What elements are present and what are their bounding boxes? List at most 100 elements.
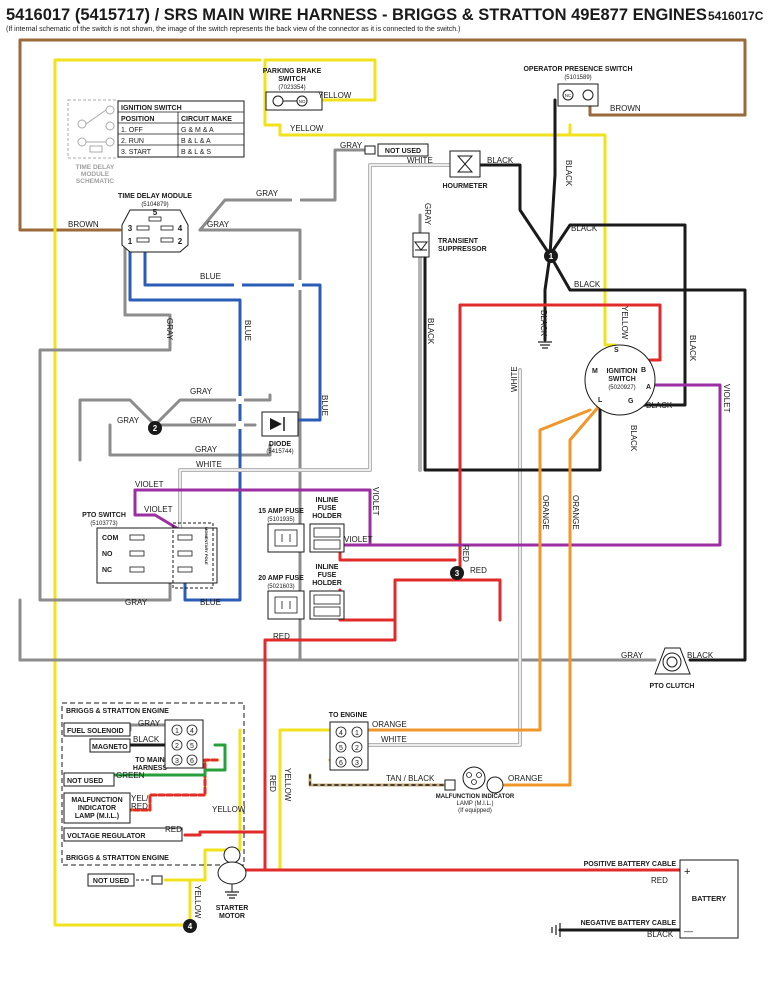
not-used-top: NOT USED (364, 143, 429, 157)
label-black-hour: BLACK (487, 156, 514, 165)
label-gray-splice3: GRAY (117, 416, 140, 425)
ignition-table-pos-0: 1. OFF (121, 127, 143, 134)
label-black-neg: BLACK (647, 930, 674, 939)
page-title: 5416017 (5415717) / SRS MAIN WIRE HARNES… (6, 6, 707, 24)
crossover (294, 280, 302, 290)
label-gray-tdm2: GRAY (207, 220, 230, 229)
wire-gray-top (198, 148, 367, 232)
pto-switch-no: NO (102, 551, 113, 558)
to-engine-pin-5: 5 (339, 745, 343, 752)
pto-clutch-label: PTO CLUTCH (650, 683, 695, 690)
transient-line1: TRANSIENT (438, 238, 479, 245)
wire-black-transient (423, 253, 602, 472)
label-yellow-parking2: YELLOW (290, 124, 324, 133)
pto-switch-side: MOMENTARY POLE (204, 527, 209, 565)
negative-cable-label: NEGATIVE BATTERY CABLE (581, 920, 677, 927)
tdm-pin-4: 4 (178, 224, 183, 233)
time-delay-module: TIME DELAY MODULE (5104879) 5 3 4 1 2 (118, 193, 192, 253)
label-orange-vert2: ORANGE (571, 495, 580, 530)
chassis-ground (538, 341, 552, 349)
diode-title: DIODE (269, 441, 292, 448)
label-yellow-vert-bottom: YELLOW (193, 885, 202, 919)
label-black-right2: BLACK (574, 280, 601, 289)
wire-blue-1 (143, 238, 322, 422)
label-black-vert-gnd: BLACK (539, 310, 548, 337)
label-gray-pto: GRAY (125, 598, 148, 607)
label-green: GREEN (116, 771, 145, 780)
battery-title: BATTERY (692, 894, 727, 903)
battery-minus: — (684, 926, 693, 936)
label-yellow-vert-eng: YELLOW (283, 768, 292, 802)
pto-switch-nc: NC (102, 567, 112, 574)
splice-1: 1 (544, 249, 558, 263)
page-subtitle: (If internal schematic of the switch is … (6, 26, 460, 33)
ignition-terminal-l: L (598, 397, 603, 404)
label-red-pos: RED (651, 876, 668, 885)
label-black-magneto: BLACK (133, 735, 160, 744)
tdm-schematic-line1: TIME DELAY (76, 164, 115, 171)
wire-yellow-to-engine (278, 728, 332, 872)
label-tan-black: TAN / BLACK (386, 774, 435, 783)
ignition-table-col2: CIRCUIT MAKE (181, 116, 232, 123)
wire-yellow-ignition (568, 133, 617, 347)
ignition-switch-table: IGNITION SWITCH POSITION CIRCUIT MAKE 1.… (117, 100, 245, 158)
engine-pin-6: 6 (190, 758, 194, 765)
starter-line2: MOTOR (219, 913, 245, 920)
ignition-title2: SWITCH (608, 376, 636, 383)
label-blue-vert2: BLUE (320, 395, 329, 416)
label-yellow-eng: YELLOW (212, 805, 246, 814)
label-red-fuse: RED (470, 566, 487, 575)
transient-line2: SUPPRESSOR (438, 246, 487, 253)
splice-4-label: 4 (188, 922, 193, 931)
to-engine-pin-1: 1 (355, 730, 359, 737)
label-black-sw: BLACK (646, 401, 673, 410)
battery-ground (551, 923, 561, 937)
label-gray-fuel: GRAY (138, 719, 161, 728)
wire-tan-black-dash (309, 774, 446, 786)
tdm-schematic-line2: MODULE (81, 171, 110, 178)
label-red-vreg: RED (165, 825, 182, 834)
not-used-top-label: NOT USED (385, 148, 421, 155)
tdm-pin-2: 2 (178, 237, 183, 246)
parking-brake-title2: SWITCH (278, 76, 306, 83)
ignition-table-title: IGNITION SWITCH (121, 105, 182, 112)
starter-line1: STARTER (216, 905, 249, 912)
engine-fuel-solenoid: FUEL SOLENOID (67, 728, 124, 735)
ignition-title: IGNITION (606, 368, 637, 375)
wire-yellow-parking (263, 58, 572, 137)
fuse15-title: 15 AMP FUSE (258, 508, 304, 515)
engine-to-main: TO MAIN (135, 757, 164, 764)
fuse20-holder-1: INLINE (316, 564, 339, 571)
label-brown-right: BROWN (610, 104, 641, 113)
wire-black-clutch (548, 253, 747, 662)
to-engine-pin-4: 4 (339, 730, 343, 737)
parking-brake-switch: PARKING BRAKE SWITCH (7023354) NO (263, 68, 323, 111)
wire-orange-2 (503, 403, 602, 787)
label-yel-red-1: YEL/ (131, 794, 149, 803)
label-gray-vert-trans: GRAY (423, 203, 432, 226)
tdm-part: (5104879) (141, 202, 168, 208)
label-white-mid: WHITE (196, 460, 222, 469)
engine-mil-1: MALFUNCTION (71, 797, 122, 804)
to-engine-pin-6: 6 (339, 760, 343, 767)
ignition-terminal-a: A (646, 384, 651, 391)
not-used-bottom-label: NOT USED (93, 878, 129, 885)
label-black-right1: BLACK (571, 224, 598, 233)
tdm-pin-1: 1 (128, 237, 133, 246)
wire-gray-tdm (18, 228, 302, 662)
fuse20-part: (5021603) (267, 584, 294, 590)
label-brown-left: BROWN (68, 220, 99, 229)
splice-3-label: 3 (455, 569, 460, 578)
ignition-table-make-0: G & M & A (181, 127, 214, 134)
label-gray-top: GRAY (340, 141, 363, 150)
pto-switch-title: PTO SWITCH (82, 512, 126, 519)
crossover (236, 396, 244, 404)
transient-suppressor: TRANSIENT SUPPRESSOR (412, 232, 487, 258)
label-orange-mil: ORANGE (508, 774, 543, 783)
ignition-table-make-2: B & L & S (181, 149, 211, 156)
engine-pin-2: 2 (175, 743, 179, 750)
fuse15-part: (5101935) (267, 517, 294, 523)
label-violet-1: VIOLET (135, 480, 164, 489)
